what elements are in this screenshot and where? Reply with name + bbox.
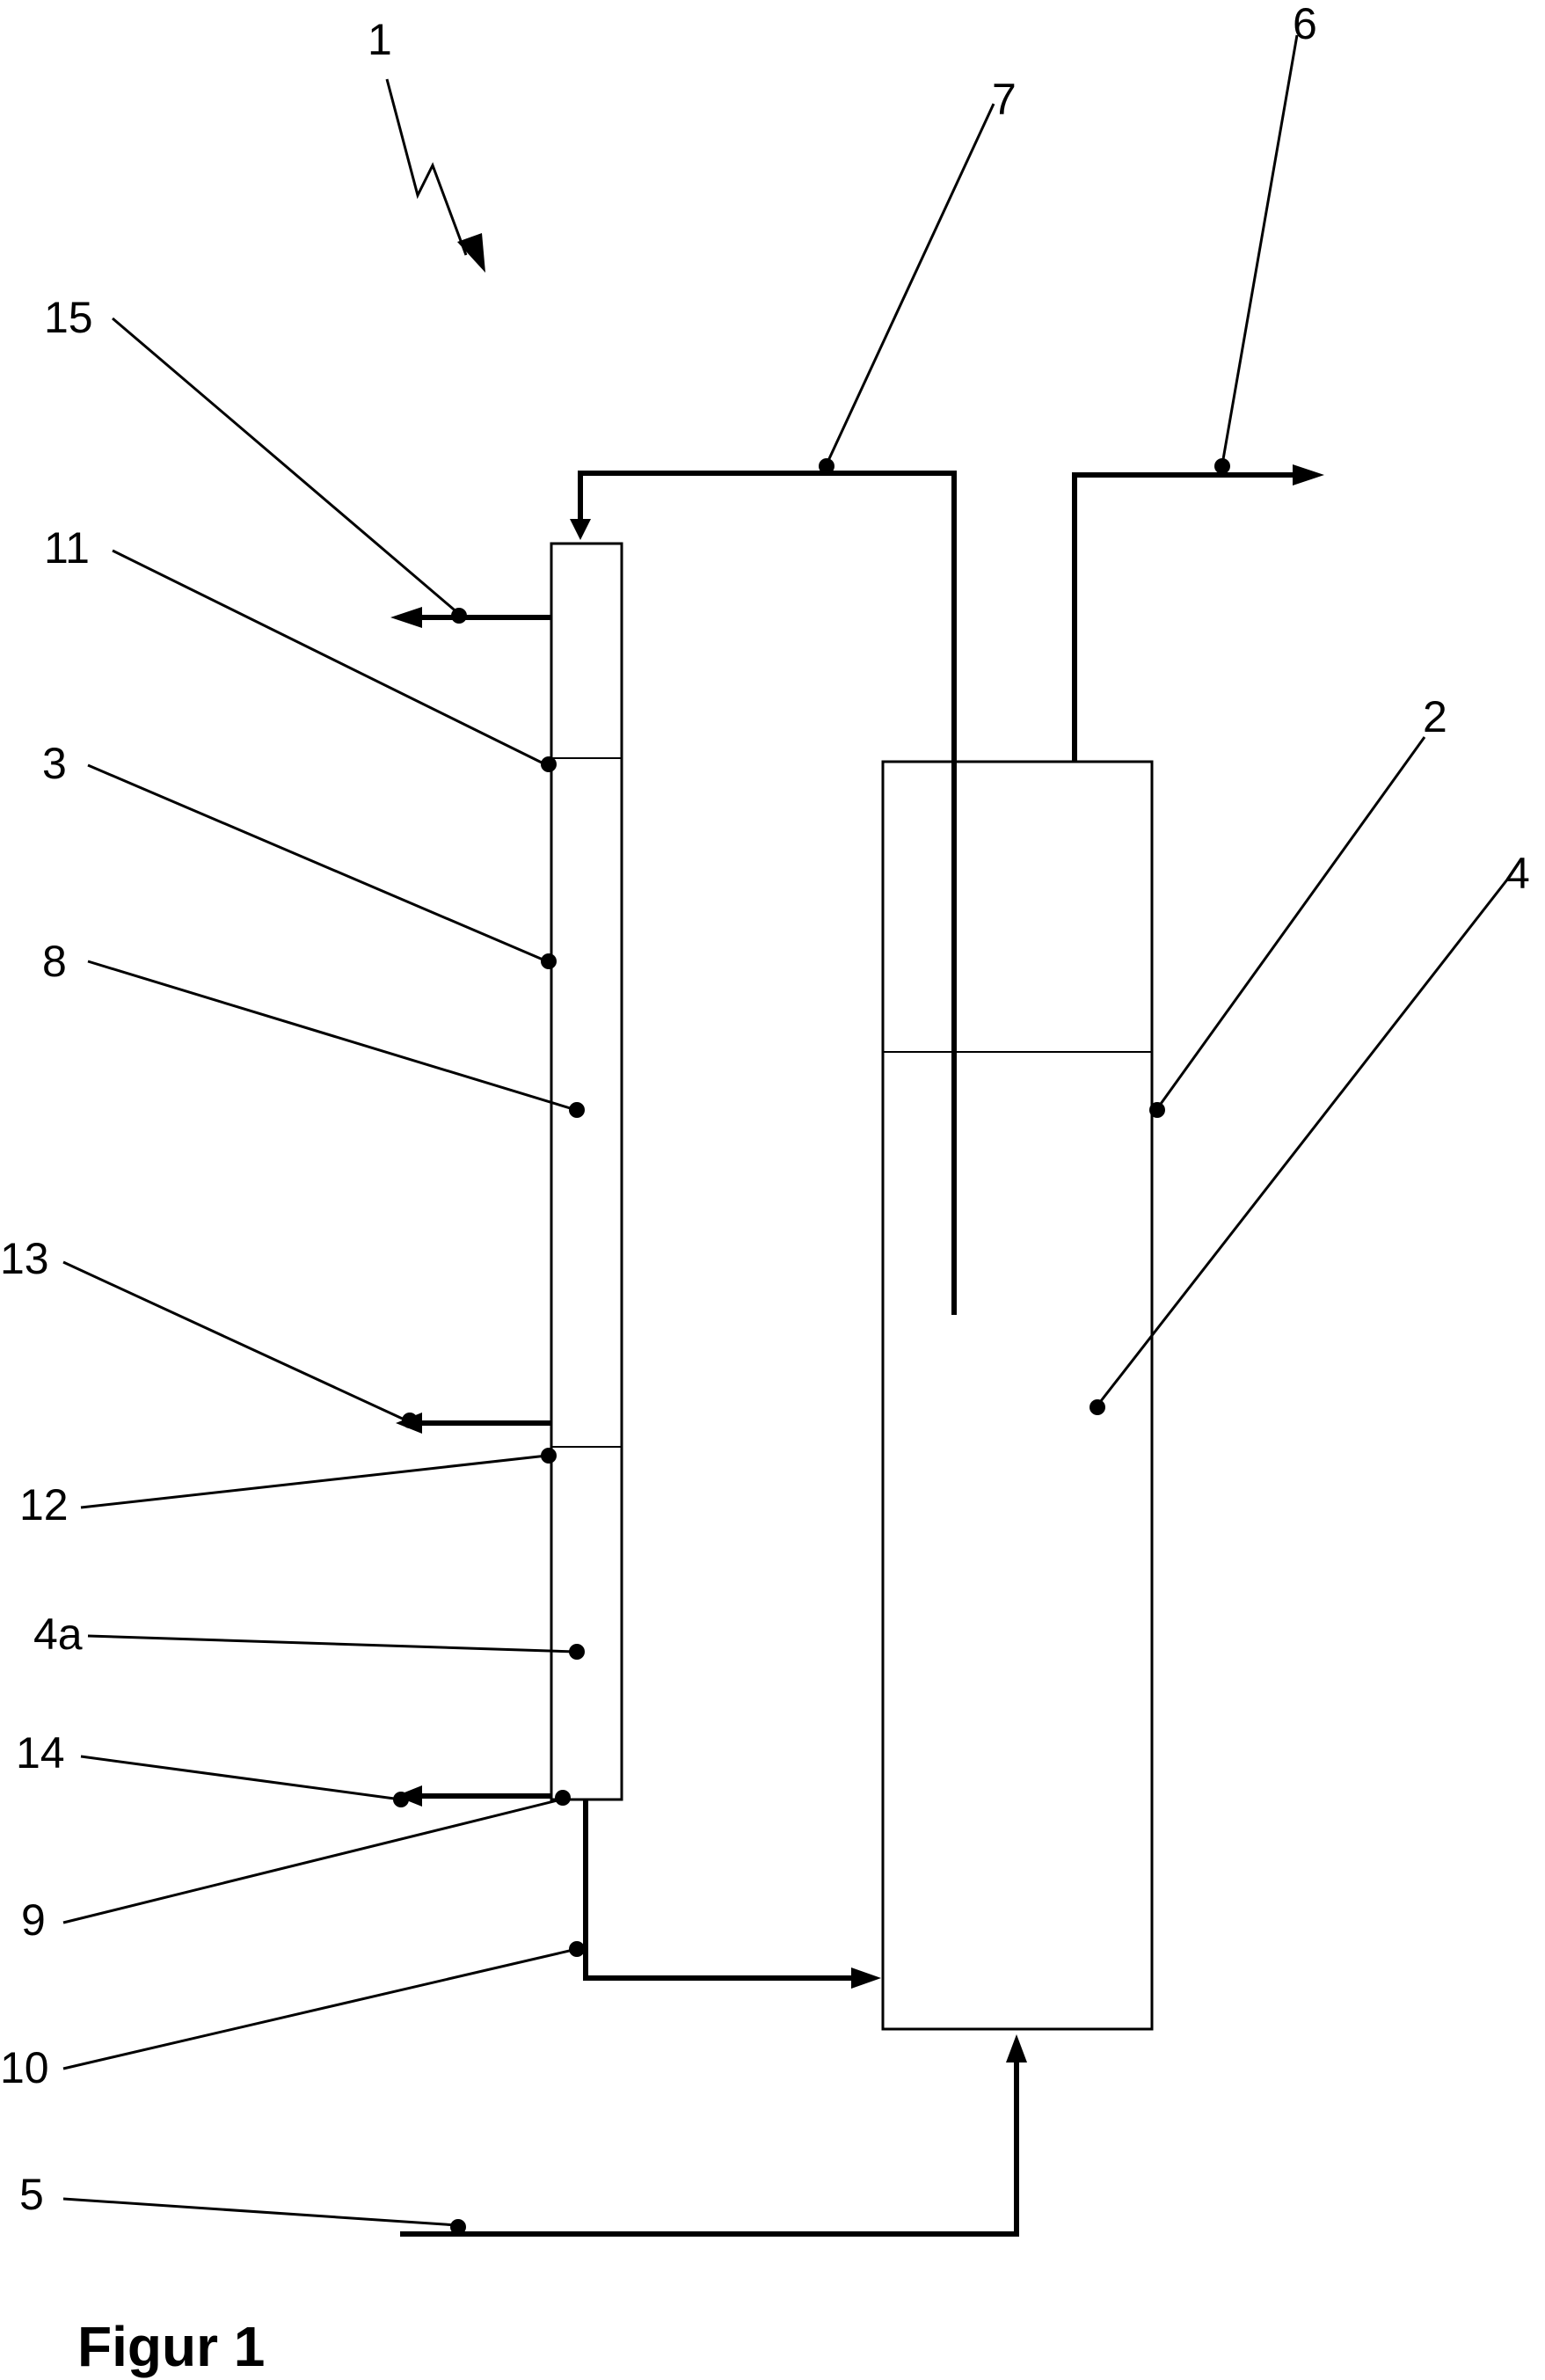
- label-6: 6: [1293, 0, 1317, 48]
- label-11: 11: [44, 523, 90, 573]
- column-3: [550, 542, 623, 1801]
- stream-14-arrow: [396, 1785, 422, 1807]
- label-4: 4: [1505, 849, 1530, 898]
- label-14: 14: [16, 1728, 65, 1778]
- leader-dots: [393, 458, 1230, 2235]
- label-4a: 4a: [33, 1610, 83, 1659]
- reference-numerals: 1 15 11 3 8 13 12 4a 14 9 10 5 7 6 2 4: [0, 0, 1530, 2219]
- label-8: 8: [42, 937, 67, 986]
- label-2: 2: [1423, 692, 1447, 741]
- stream-5-arrow: [1006, 2034, 1027, 2062]
- label-7: 7: [992, 75, 1017, 124]
- label-5: 5: [19, 2170, 44, 2219]
- stream-7-arrow: [570, 519, 591, 540]
- stream-5: [400, 2054, 1019, 2237]
- label-10: 10: [0, 2043, 49, 2092]
- label-12: 12: [19, 1480, 69, 1529]
- label-15: 15: [44, 293, 93, 342]
- stream-15-arrow: [390, 607, 422, 628]
- stream-6: [1072, 472, 1301, 762]
- stream-10-arrow: [851, 1968, 881, 1989]
- figure-caption: Figur 1: [77, 2315, 265, 2378]
- ref-arrow-1: [385, 78, 485, 273]
- stream-10: [583, 1800, 862, 1981]
- label-9: 9: [21, 1895, 46, 1945]
- label-13: 13: [0, 1234, 49, 1283]
- label-1: 1: [368, 15, 392, 64]
- stream-6-arrow: [1293, 464, 1324, 485]
- leader-lines: [62, 34, 1512, 2227]
- stream-7: [578, 471, 957, 1315]
- vessel-2: [881, 760, 1154, 2031]
- label-3: 3: [42, 739, 67, 788]
